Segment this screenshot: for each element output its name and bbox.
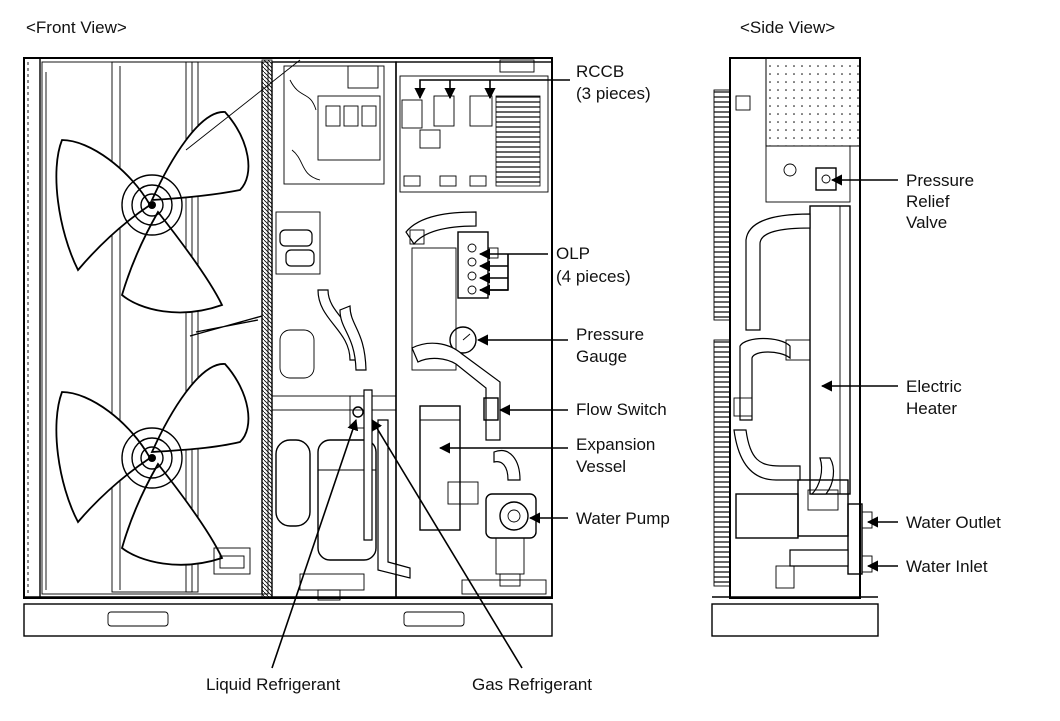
label-expansion-vessel-line1: Expansion	[576, 435, 655, 454]
label-water-outlet: Water Outlet	[906, 513, 1001, 532]
expansion-vessel-shape	[419, 405, 461, 531]
label-electric-heater-line2: Heater	[906, 399, 957, 418]
label-olp-count: (4 pieces)	[556, 267, 631, 286]
label-rccb-count: (3 pieces)	[576, 84, 651, 103]
front-view-title: <Front View>	[26, 18, 127, 37]
label-pressure-gauge-line2: Gauge	[576, 347, 627, 366]
accumulator	[275, 439, 311, 527]
front-view-drawing	[23, 57, 553, 637]
leader-lines	[271, 79, 898, 669]
compressor	[317, 439, 377, 561]
fan-lower	[55, 363, 250, 566]
label-water-inlet: Water Inlet	[906, 557, 988, 576]
hydro-compartment	[395, 61, 553, 599]
side-view-drawing	[711, 57, 879, 637]
label-water-pump: Water Pump	[576, 509, 670, 528]
heater-tank	[809, 205, 851, 495]
label-expansion-vessel-line2: Vessel	[576, 457, 626, 476]
label-electric-heater-line1: Electric	[906, 377, 962, 396]
label-rccb: RCCB	[576, 62, 624, 81]
label-pressure-relief-line3: Valve	[906, 213, 947, 232]
front-base	[23, 603, 553, 637]
side-view-title: <Side View>	[740, 18, 835, 37]
front-casing	[23, 57, 553, 599]
label-pressure-gauge-line1: Pressure	[576, 325, 644, 344]
label-olp: OLP	[556, 244, 590, 263]
label-pressure-relief-line1: Pressure	[906, 171, 974, 190]
label-flow-switch: Flow Switch	[576, 400, 667, 419]
label-liquid-refrigerant: Liquid Refrigerant	[206, 675, 340, 694]
label-gas-refrigerant: Gas Refrigerant	[472, 675, 592, 694]
label-pressure-relief-line2: Relief	[906, 192, 950, 211]
fan-upper	[55, 59, 301, 314]
